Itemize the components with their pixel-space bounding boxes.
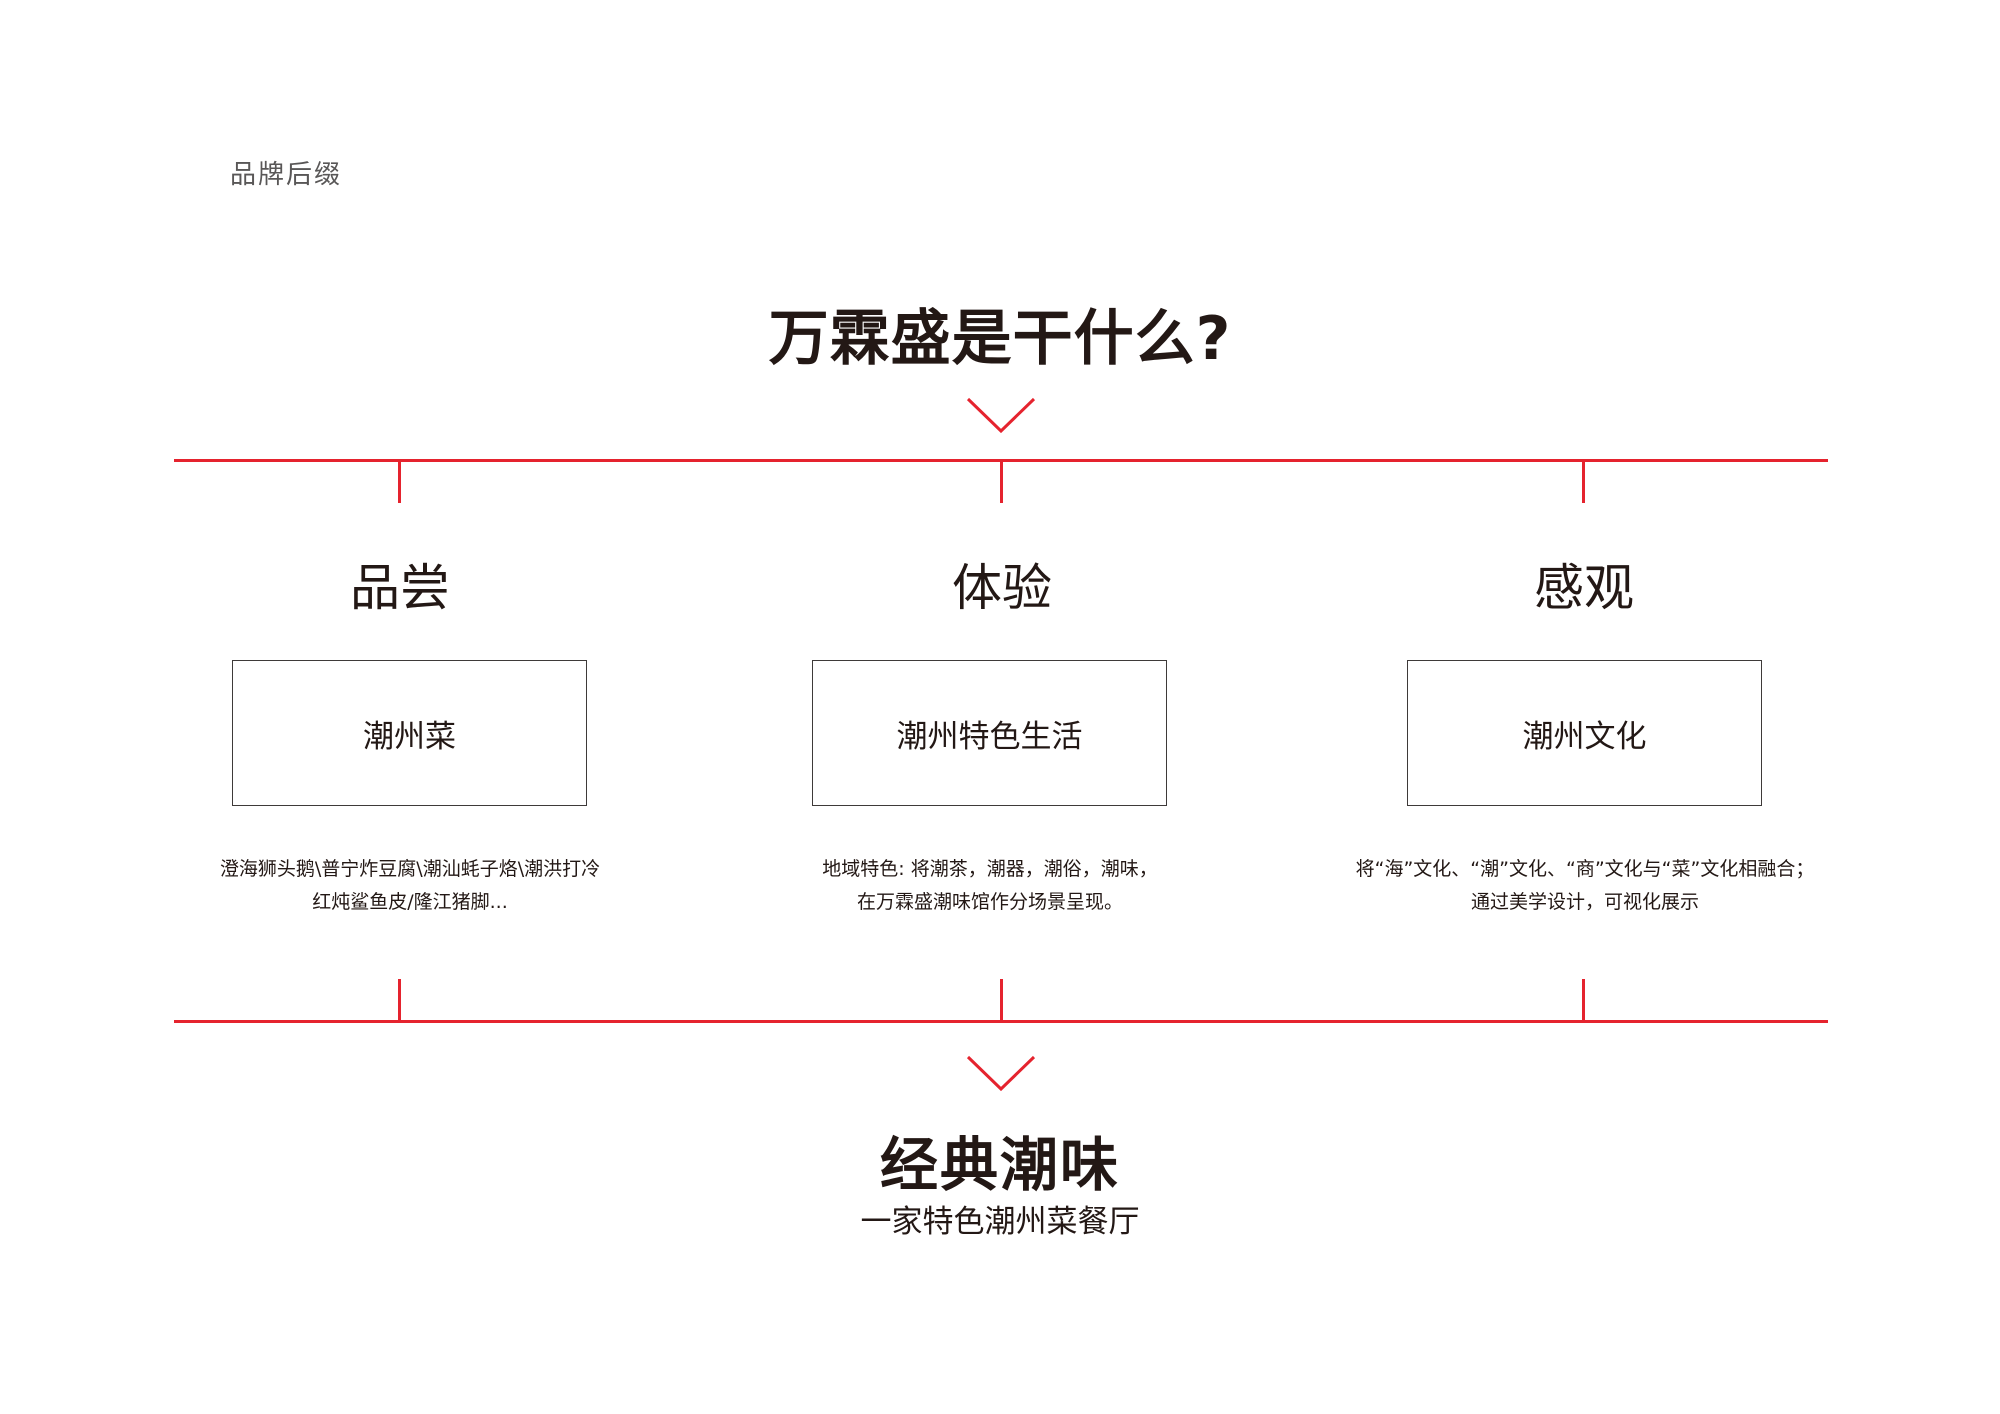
pillar-title-perception: 感观 [1534,559,1634,617]
pillar-desc-experience: 地域特色: 将潮茶，潮器，潮俗，潮味， 在万霖盛潮味馆作分场景呈现。 [710,853,1270,919]
desc-line: 将“海”文化、“潮”文化、“商”文化与“菜”文化相融合； [1355,858,1815,880]
pillar-desc-perception: 将“海”文化、“潮”文化、“商”文化与“菜”文化相融合； 通过美学设计，可视化展… [1305,853,1865,919]
pillar-box-label: 潮州文化 [1522,718,1647,755]
top-tick-pillar-3 [1582,461,1585,503]
conclusion-subtitle: 一家特色潮州菜餐厅 [860,1204,1140,1240]
question-title: 万霖盛是干什么? [768,304,1232,374]
corner-label: 品牌后缀 [230,160,343,190]
top-branch-line [174,459,1828,462]
chevron-down-icon [966,397,1036,434]
pillar-box-label: 潮州特色生活 [896,718,1083,755]
pillar-box-experience: 潮州特色生活 [812,660,1167,806]
desc-line: 通过美学设计，可视化展示 [1470,891,1699,913]
desc-line: 澄海狮头鹅\普宁炸豆腐\潮汕蚝子烙\潮洪打冷 [219,858,601,880]
bottom-tick-pillar-2 [1000,979,1003,1021]
conclusion-title: 经典潮味 [879,1131,1120,1199]
chevron-down-icon [966,1055,1036,1092]
pillar-box-taste: 潮州菜 [232,660,587,806]
top-tick-pillar-1 [398,461,401,503]
pillar-title-experience: 体验 [952,559,1052,617]
top-tick-pillar-2 [1000,461,1003,503]
pillar-title-taste: 品尝 [350,559,450,617]
desc-line: 在万霖盛潮味馆作分场景呈现。 [856,891,1123,913]
desc-line: 地域特色: 将潮茶，潮器，潮俗，潮味， [822,858,1158,880]
bottom-merge-line [174,1020,1828,1023]
bottom-tick-pillar-3 [1582,979,1585,1021]
pillar-box-label: 潮州菜 [363,718,456,755]
pillar-desc-taste: 澄海狮头鹅\普宁炸豆腐\潮汕蚝子烙\潮洪打冷 红炖鲨鱼皮/隆江猪脚... [130,853,690,919]
pillar-box-perception: 潮州文化 [1407,660,1762,806]
desc-line: 红炖鲨鱼皮/隆江猪脚... [312,891,508,913]
bottom-tick-pillar-1 [398,979,401,1021]
